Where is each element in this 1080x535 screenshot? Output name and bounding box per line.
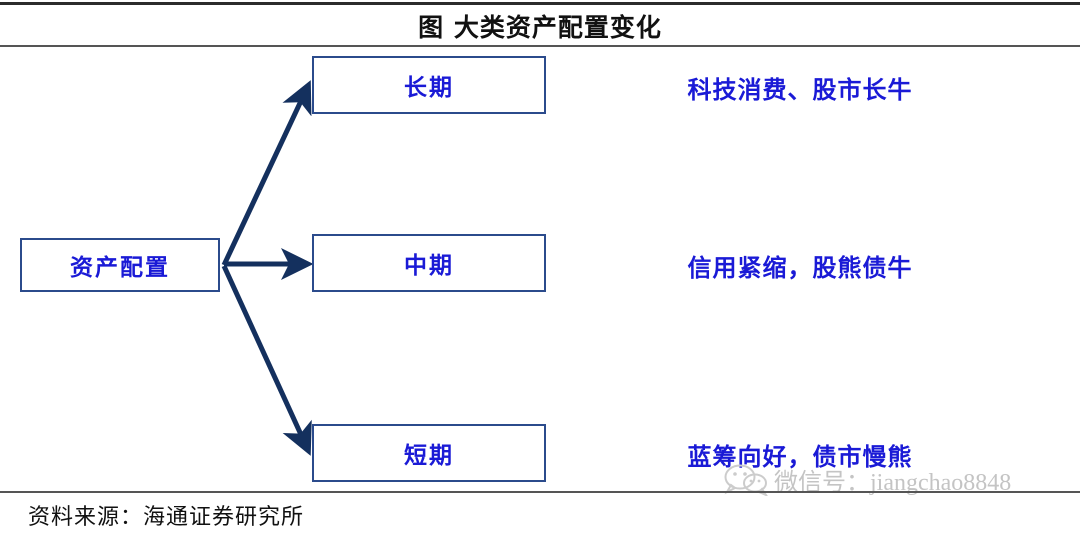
bottom-divider [0, 491, 1080, 493]
source-label: 资料来源：海通证券研究所 [28, 505, 305, 530]
note-long-term: 科技消费、股市长牛 [687, 75, 913, 104]
node-asset-allocation-label: 资产配置 [70, 254, 170, 281]
node-short-term-label: 短期 [404, 442, 454, 469]
node-long-term[interactable]: 长期 [312, 56, 546, 114]
node-mid-term-label: 中期 [404, 252, 454, 279]
arrow-to-short-term [221, 264, 312, 456]
node-mid-term[interactable]: 中期 [312, 234, 546, 292]
node-asset-allocation[interactable]: 资产配置 [20, 238, 220, 292]
note-short-term: 蓝筹向好，债市慢熊 [687, 442, 913, 471]
figure-title: 图 大类资产配置变化 [418, 13, 662, 42]
title-divider [0, 45, 1080, 47]
top-divider [0, 2, 1080, 5]
arrow-to-long-term [221, 80, 312, 267]
note-mid-term: 信用紧缩，股熊债牛 [687, 253, 913, 282]
node-long-term-label: 长期 [404, 74, 454, 101]
node-short-term[interactable]: 短期 [312, 424, 546, 482]
